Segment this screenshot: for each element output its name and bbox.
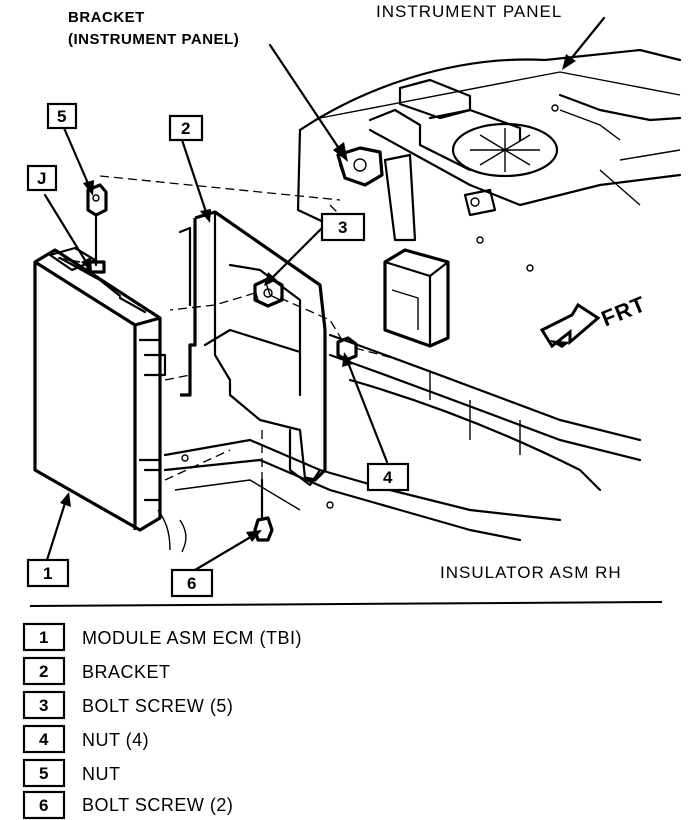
callout-box-2: 2 <box>168 114 204 142</box>
callout-number: 5 <box>57 107 66 126</box>
ecm-module <box>33 183 167 532</box>
legend-row: 2 BRACKET <box>22 656 171 686</box>
instrument-panel-drawing <box>296 48 682 272</box>
legend-label: NUT <box>82 764 121 784</box>
legend-row: 3 BOLT SCREW (5) <box>22 690 233 720</box>
legend-divider <box>29 601 663 607</box>
legend-label: MODULE ASM ECM (TBI) <box>82 628 302 648</box>
legend: 1 MODULE ASM ECM (TBI) 2 BRACKET 3 BOLT … <box>22 622 302 820</box>
legend-number: 3 <box>39 696 48 715</box>
callout-box-3: 3 <box>320 212 366 242</box>
legend-number: 2 <box>39 662 48 681</box>
instrument-panel-label: INSTRUMENT PANEL <box>376 2 562 21</box>
insulator-asm-label: INSULATOR ASM RH <box>440 563 622 582</box>
callout-box-4: 4 <box>366 462 410 492</box>
leader-lines <box>43 16 606 572</box>
frt-label: FRT <box>598 291 650 331</box>
front-direction-arrow: FRT <box>539 291 650 349</box>
legend-row: 5 NUT <box>22 758 121 788</box>
legend-row: 6 BOLT SCREW (2) <box>22 790 233 820</box>
callout-number: 3 <box>338 218 347 237</box>
callout-box-5: 5 <box>46 102 78 130</box>
legend-number: 1 <box>39 628 48 647</box>
lower-rail <box>157 333 642 553</box>
legend-label: BOLT SCREW (2) <box>82 795 233 815</box>
callout-number: J <box>37 169 46 188</box>
callout-box-1: 1 <box>26 558 70 588</box>
legend-label: BRACKET <box>82 662 171 682</box>
bracket-instrument-panel-label-line2: (INSTRUMENT PANEL) <box>68 31 239 48</box>
legend-row: 4 NUT (4) <box>22 724 149 754</box>
legend-label: BOLT SCREW (5) <box>82 696 233 716</box>
callout-number: 2 <box>181 119 190 138</box>
callout-box-6: 6 <box>170 568 214 598</box>
legend-number: 5 <box>39 764 48 783</box>
legend-number: 6 <box>39 796 48 815</box>
callout-number: 1 <box>43 564 52 583</box>
callout-number: 6 <box>187 574 196 593</box>
legend-label: NUT (4) <box>82 730 149 750</box>
insulator-block <box>383 248 450 348</box>
bracket-instrument-panel-label-line1: BRACKET <box>68 9 145 26</box>
bracket-part <box>178 210 358 542</box>
callout-box-j: J <box>26 164 58 192</box>
legend-row: 1 MODULE ASM ECM (TBI) <box>22 622 302 652</box>
callout-number: 4 <box>383 468 393 487</box>
legend-number: 4 <box>39 730 49 749</box>
alignment-lines <box>99 175 401 520</box>
